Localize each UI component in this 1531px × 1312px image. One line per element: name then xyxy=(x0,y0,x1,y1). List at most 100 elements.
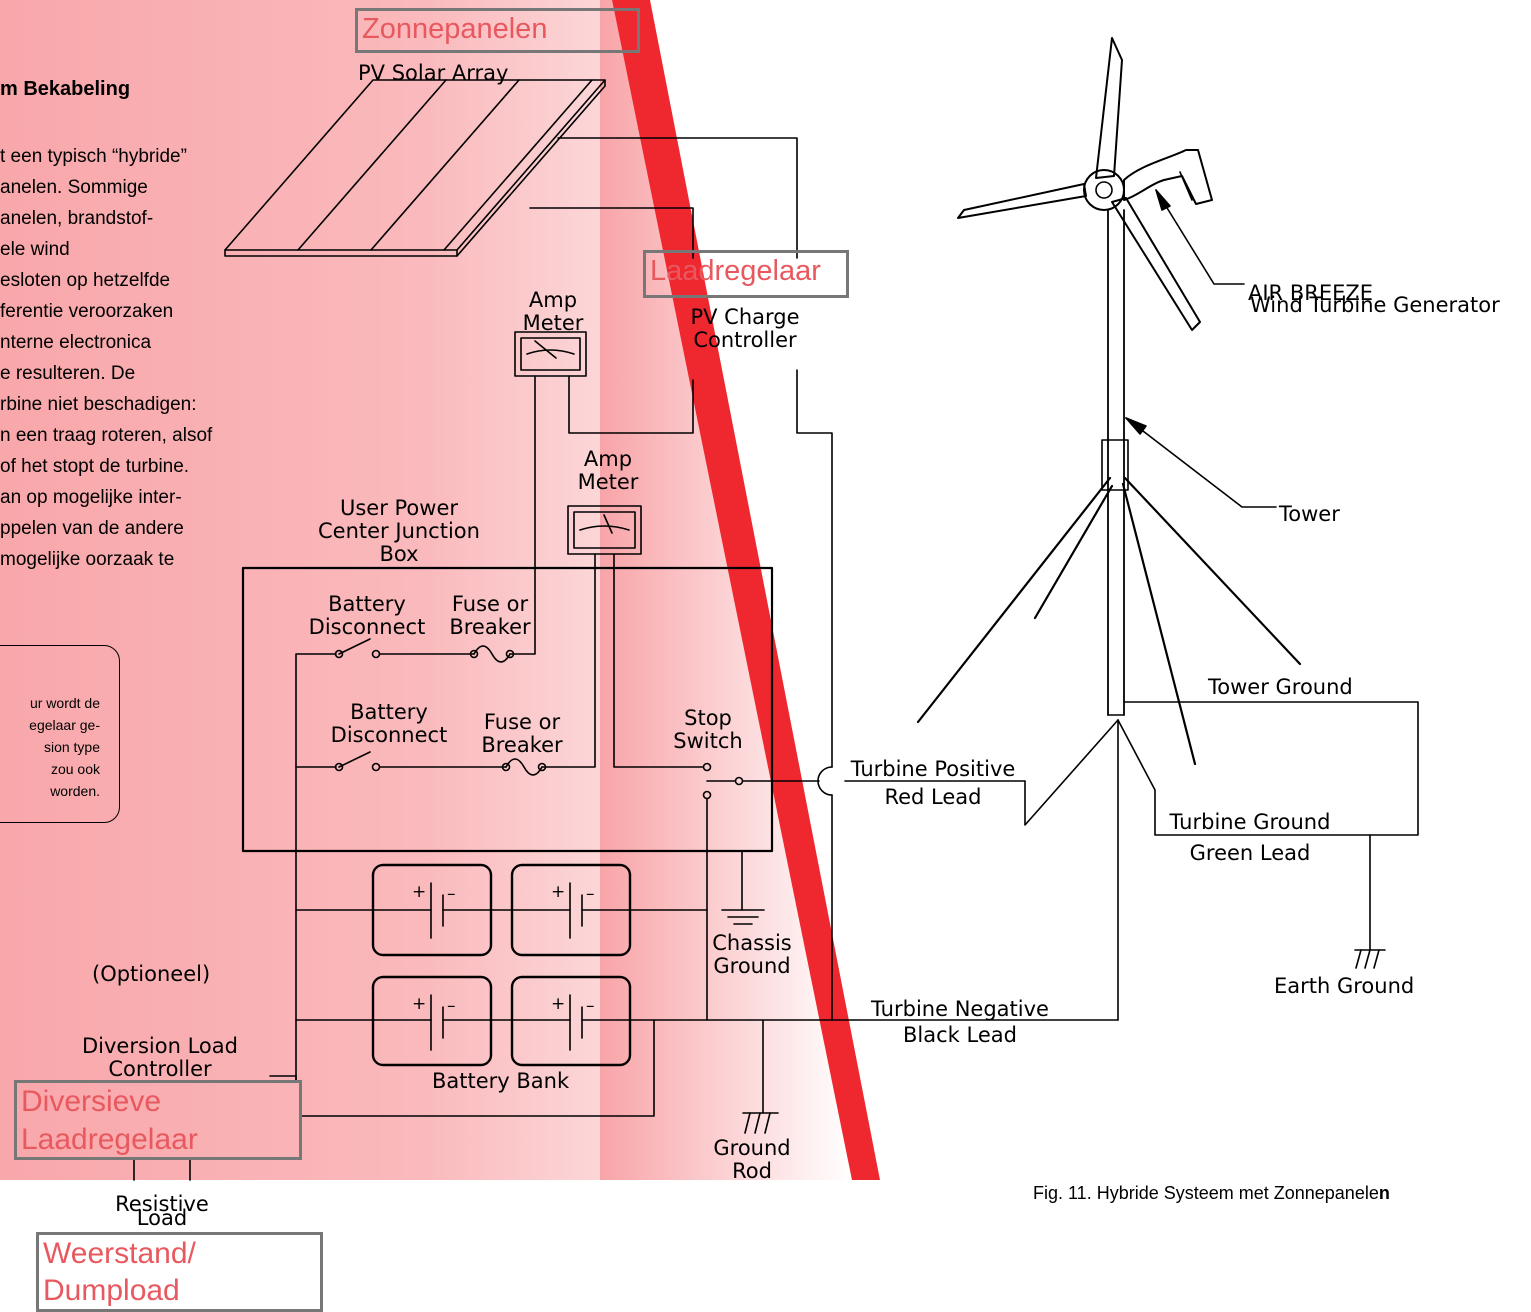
amp-meter-1-line: Meter xyxy=(522,311,584,335)
battery-cells xyxy=(430,882,583,1051)
paragraph-line: nterne electronica xyxy=(0,332,152,353)
turbine-ground-line: Turbine Ground xyxy=(1169,810,1331,834)
wind-generator-label: Wind Turbine Generator xyxy=(1250,293,1500,317)
junction-box xyxy=(241,566,774,853)
tower-label: Tower xyxy=(1279,502,1340,526)
paragraph-line: of het stopt de turbine. xyxy=(0,456,190,477)
turbine-positive-wire xyxy=(1024,719,1119,826)
amp-meter-2-drawing xyxy=(567,505,642,555)
caption-bold-tail: n xyxy=(1378,1183,1390,1203)
paragraph-line: anelen. Sommige xyxy=(0,177,148,198)
positive-bus xyxy=(295,653,337,1081)
ground-rod-drawing xyxy=(742,1019,779,1134)
amp-meter-2-line: Amp xyxy=(583,447,633,471)
fuse-line: Fuse or xyxy=(451,592,529,616)
amp-meter-1-line: Amp xyxy=(528,288,578,312)
paragraph-line: ppelen van de andere xyxy=(0,518,184,539)
battery-disconnect-2-label: Battery Disconnect xyxy=(322,701,456,747)
pv-charge-controller-label: PV Charge Controller xyxy=(675,306,815,352)
diversion-line: Diversion Load xyxy=(82,1034,238,1058)
note-box xyxy=(0,645,120,823)
paragraph-line: an op mogelijke inter- xyxy=(0,487,182,508)
article-paragraph: t een typisch “hybride” anelen. Sommige … xyxy=(0,141,270,575)
dumpload-box: Weerstand/ Dumpload xyxy=(36,1232,323,1312)
note-line: egelaar ge- xyxy=(29,717,100,733)
diversion-controller-label: Diversion Load Controller xyxy=(60,1035,260,1081)
stop-line: Switch xyxy=(673,729,743,753)
earth-ground-label: Earth Ground xyxy=(1274,974,1415,998)
note-line: zou ook xyxy=(50,761,100,777)
fuse-2-label: Fuse or Breaker xyxy=(476,711,568,757)
turbine-pos-line: Turbine Positive xyxy=(850,757,1016,781)
turbine-positive-label: Turbine Positive Red Lead xyxy=(840,755,1026,811)
paragraph-line: esloten op hetzelfde xyxy=(0,270,171,291)
earth-ground-drawing xyxy=(1354,834,1386,969)
note-line: worden. xyxy=(50,783,100,799)
paragraph-line: rbine niet beschadigen: xyxy=(0,394,197,415)
disc-line: Disconnect xyxy=(308,615,426,639)
stop-line: Stop xyxy=(684,706,732,730)
weerstand-text: Weerstand/ xyxy=(43,1237,196,1270)
zonnepanelen-text: Zonnepanelen xyxy=(362,13,548,45)
diversieve-box: Diversieve Laadregelaar xyxy=(14,1080,302,1160)
minus-sign: – xyxy=(447,996,456,1016)
junction-line: Box xyxy=(379,542,419,566)
disconnect-2-drawing xyxy=(334,751,547,776)
pv-solar-array-drawing xyxy=(224,79,606,257)
charge-output-wire xyxy=(568,375,694,434)
plus-sign: + xyxy=(412,882,427,902)
turbine-ground-wire xyxy=(1117,701,1419,836)
amp-meter-1-wire xyxy=(509,375,536,655)
turbine-neg-line: Turbine Negative xyxy=(871,997,1049,1021)
minus-sign: – xyxy=(586,884,595,904)
zonnepanelen-box: Zonnepanelen xyxy=(355,8,640,53)
plus-sign: + xyxy=(551,882,566,902)
amp-meter-2-wire-b xyxy=(613,553,704,768)
tower-ground-label: Tower Ground xyxy=(1208,675,1353,699)
turbine-ground-line: Green Lead xyxy=(1189,841,1311,865)
resistive-line: Resistive xyxy=(115,1192,209,1216)
fuse-line: Breaker xyxy=(481,733,563,757)
paragraph-line: mogelijke oorzaak te xyxy=(0,549,175,570)
pv-charge-line: Controller xyxy=(693,328,797,352)
pv-solar-array-label: PV Solar Array xyxy=(358,61,509,85)
chassis-ground-drawing xyxy=(721,850,765,925)
note-line: sion type xyxy=(43,739,100,755)
plus-sign: + xyxy=(412,994,427,1014)
laadregelaar-box: Laadregelaar xyxy=(643,250,849,298)
note-text: ur wordt de egelaar ge- sion type zou oo… xyxy=(0,692,100,802)
chassis-ground-label: Chassis Ground xyxy=(700,932,804,978)
pointer-arrows xyxy=(1125,189,1277,508)
chassis-line: Chassis xyxy=(712,931,792,955)
turbine-pos-line: Red Lead xyxy=(884,785,982,809)
charge-negative-wire xyxy=(796,369,833,768)
amp-meter-1-label: Amp Meter xyxy=(516,289,590,335)
amp-meter-2-label: Amp Meter xyxy=(568,448,648,494)
pv-wire-positive xyxy=(557,137,798,259)
turbine-ground-label: Turbine Ground Green Lead xyxy=(1150,807,1350,869)
wire-crossover-hop xyxy=(817,766,833,796)
air-breeze-label: AIR BREEZE xyxy=(1248,281,1374,305)
article-heading: m Bekabeling xyxy=(0,78,131,100)
note-line: ur wordt de xyxy=(29,695,100,711)
ground-rod-line: Ground xyxy=(713,1136,791,1160)
ground-rod-label: Ground Rod xyxy=(700,1137,804,1183)
junction-line: Center Junction xyxy=(318,519,480,543)
diversieve-text: Diversieve xyxy=(21,1085,162,1118)
caption-main: Fig. 11. Hybride Systeem met Zonnepanele xyxy=(1033,1183,1379,1203)
ground-rod-line: Rod xyxy=(732,1159,772,1183)
turbine-negative-label: Turbine Negative Black Lead xyxy=(858,996,1062,1048)
junction-box-label: User Power Center Junction Box xyxy=(300,497,498,566)
paragraph-line: ele wind xyxy=(0,239,70,260)
chassis-line: Ground xyxy=(713,954,791,978)
pv-wire-negative xyxy=(529,207,694,259)
disconnect-1-drawing xyxy=(334,638,515,663)
amp-meter-2-wire-a xyxy=(541,553,596,768)
diversion-wire xyxy=(299,1019,655,1117)
pv-charge-line: PV Charge xyxy=(690,305,800,329)
paragraph-line: e resulteren. De xyxy=(0,363,136,384)
fuse-1-label: Fuse or Breaker xyxy=(444,593,536,639)
